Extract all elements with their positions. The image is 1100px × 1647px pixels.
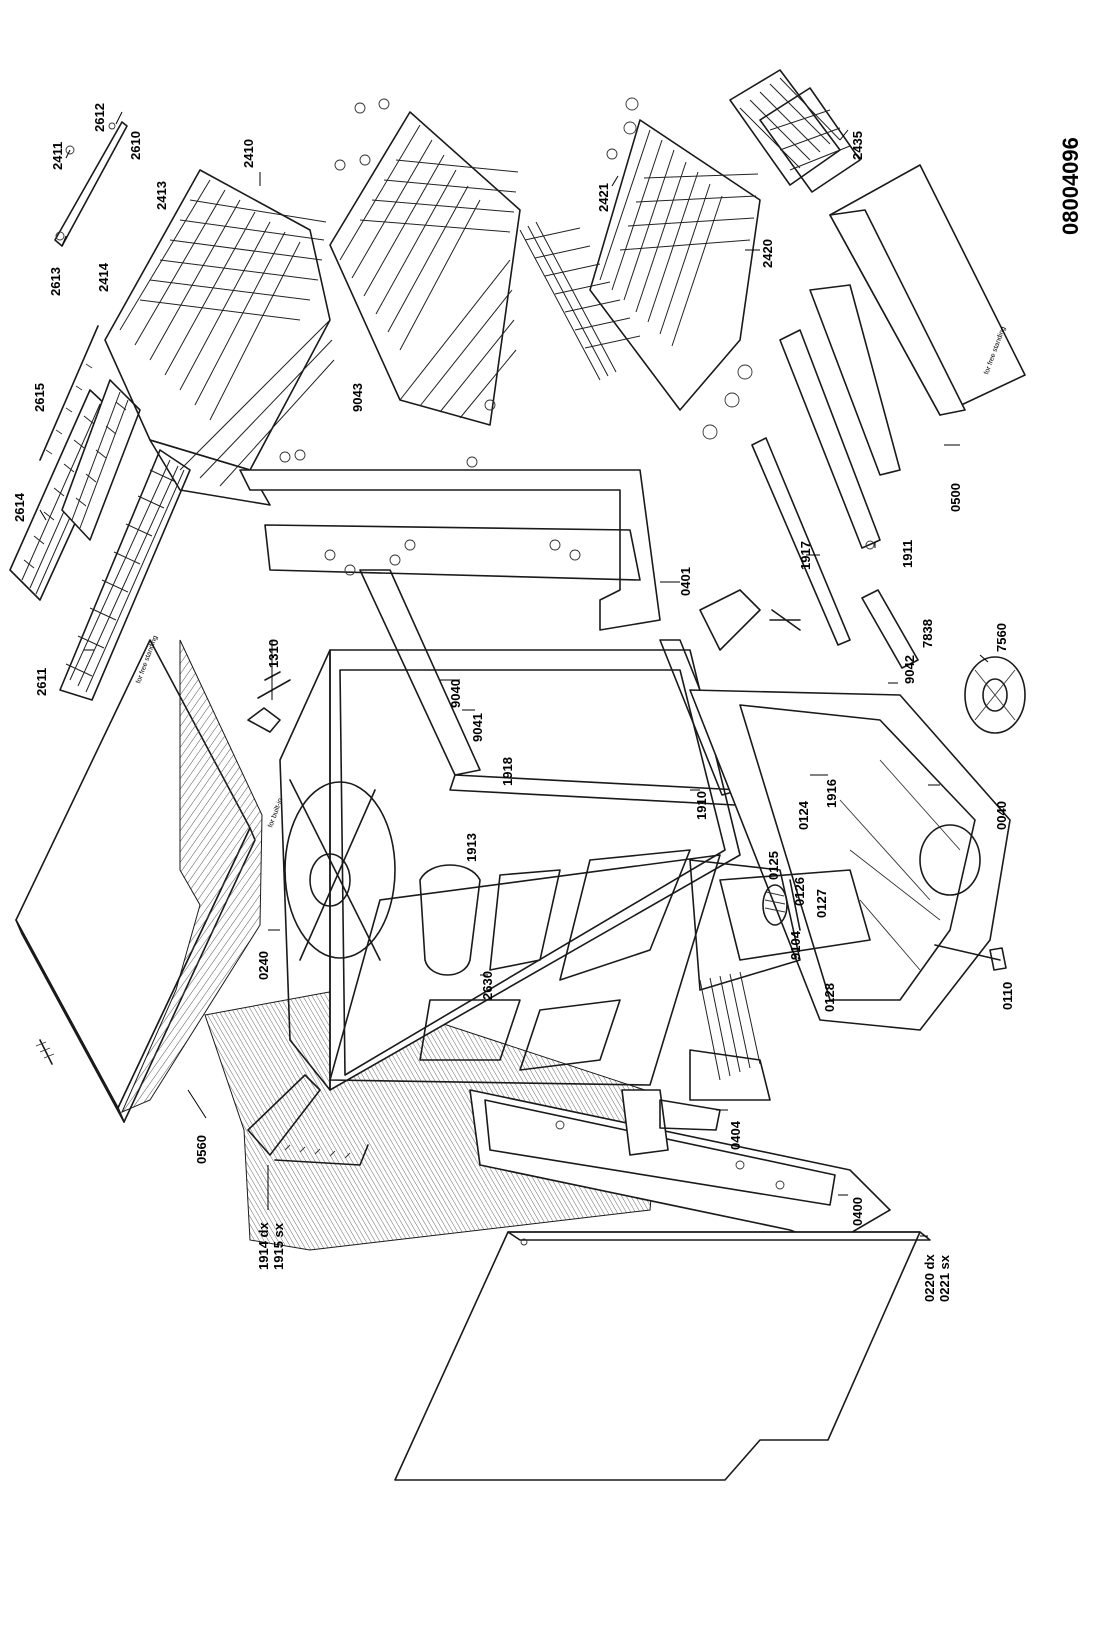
label-0125: 0125	[766, 851, 781, 880]
label-2613: 2613	[48, 267, 63, 296]
label-2612: 2612	[92, 103, 107, 132]
document-code: 08004096	[1058, 137, 1083, 235]
block-0404	[621, 1089, 721, 1156]
tub-body	[279, 569, 741, 1091]
fold-tines-2421	[519, 221, 641, 381]
label-2410: 2410	[241, 139, 256, 168]
label-2615: 2615	[32, 383, 47, 412]
cutlery-holder-2615	[61, 379, 141, 541]
label-9042: 9042	[902, 655, 917, 684]
valve-9104	[762, 879, 801, 931]
rail-1917	[751, 437, 851, 646]
cutlery-rack-2611	[59, 449, 191, 701]
label-0401: 0401	[678, 567, 693, 596]
label-2413: 2413	[154, 181, 169, 210]
label-2611: 2611	[34, 668, 49, 696]
lower-basket	[279, 98, 521, 468]
label-0240: 0240	[256, 951, 271, 980]
label-9041: 9041	[470, 713, 485, 742]
label-2420: 2420	[760, 239, 775, 268]
label-1913: 1913	[464, 833, 479, 862]
bracket-9042	[699, 589, 801, 651]
label-2435: 2435	[850, 131, 865, 160]
label-2614: 2614	[12, 492, 27, 522]
slide-rail-1911	[779, 284, 901, 550]
cylinder-7838	[861, 589, 919, 669]
label-0126: 0126	[792, 877, 807, 906]
label-2421: 2421	[596, 183, 611, 212]
label-0560: 0560	[194, 1135, 209, 1164]
base-tray-0040	[689, 689, 1011, 1031]
label-2630: 2630	[480, 971, 495, 1000]
label-0128: 0128	[822, 983, 837, 1012]
label-0221: 0221 sx	[937, 1254, 952, 1302]
label-1914: 1914 dx	[256, 1222, 271, 1270]
label-0400: 0400	[850, 1197, 865, 1226]
label-1310: 1310	[266, 639, 281, 668]
sump-assembly	[689, 859, 871, 1101]
label-2610: 2610	[128, 131, 143, 160]
label-0127: 0127	[814, 889, 829, 918]
label-1915: 1915 sx	[271, 1222, 286, 1270]
label-0124: 0124	[796, 800, 811, 830]
label-0220: 0220 dx	[922, 1254, 937, 1302]
upper-basket-2410	[104, 169, 335, 506]
label-9043: 9043	[350, 383, 365, 412]
label-7560: 7560	[994, 623, 1009, 652]
side-panel-0220-0221	[394, 1231, 931, 1481]
label-2411: 2411	[50, 142, 65, 170]
spray-bar-2615	[39, 325, 99, 461]
label-9040: 9040	[448, 679, 463, 708]
hinge-1914-1915	[247, 1074, 369, 1166]
label-0500: 0500	[948, 483, 963, 512]
part-labels: 2411 2612 2610 2413 2410 2414 2613 2421 …	[12, 103, 1015, 1302]
screw-icon	[35, 1039, 55, 1065]
hinge-bracket-1310	[247, 671, 291, 733]
insulation-blanket	[121, 639, 263, 1113]
kickplate-0500	[829, 164, 1026, 416]
label-1918: 1918	[500, 757, 515, 786]
basket-2420	[589, 97, 761, 440]
basket-rail-2610	[54, 121, 128, 247]
top-frame-0401	[239, 469, 661, 631]
label-0110: 0110	[1000, 982, 1015, 1010]
pump-7560	[964, 656, 1026, 734]
label-1910: 1910	[694, 791, 709, 820]
label-0404: 0404	[728, 1120, 743, 1150]
label-0040: 0040	[994, 801, 1009, 830]
label-9104: 9104	[788, 930, 803, 960]
label-1911: 1911	[900, 540, 915, 568]
foot-screw-0110	[934, 944, 1007, 971]
cutlery-basket-2435	[729, 69, 861, 193]
label-2414: 2414	[96, 262, 111, 292]
label-1917: 1917	[798, 541, 813, 570]
label-1916: 1916	[824, 779, 839, 808]
label-7838: 7838	[920, 619, 935, 648]
leader-lines	[39, 111, 989, 1237]
